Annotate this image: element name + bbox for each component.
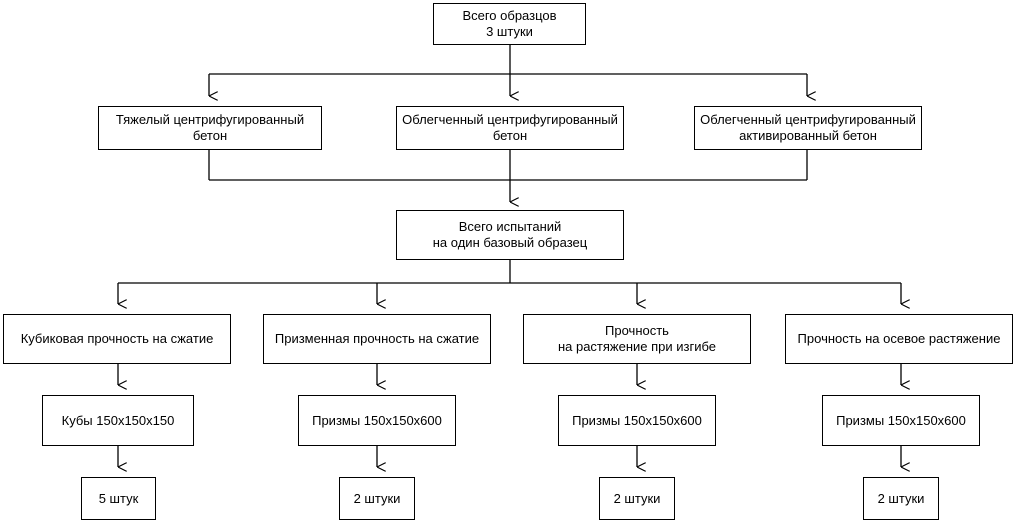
tests-total-box: Всего испытаний на один базовый образец [396, 210, 624, 260]
count-box-2: 2 штуки [339, 477, 415, 520]
concrete-3-line-2: активированный бетон [739, 128, 877, 143]
concrete-box-3: Облегченный центрифугированный активиров… [694, 106, 922, 150]
specimen-box-3: Призмы 150x150x600 [558, 395, 716, 446]
specimen-box-2: Призмы 150x150x600 [298, 395, 456, 446]
count-box-1: 5 штук [81, 477, 156, 520]
root-line-2: 3 штуки [486, 24, 533, 39]
concrete-box-2: Облегченный центрифугированный бетон [396, 106, 624, 150]
specimen-box-4: Призмы 150x150x600 [822, 395, 980, 446]
test-box-1: Кубиковая прочность на сжатие [3, 314, 231, 364]
test-2-name: Призменная прочность на сжатие [274, 331, 480, 346]
count-1-label: 5 штук [98, 490, 139, 506]
concrete-2-line-2: бетон [492, 128, 528, 143]
count-box-4: 2 штуки [863, 477, 939, 520]
test-3-name-line-2: на растяжение при изгибе [557, 339, 717, 354]
count-box-3: 2 штуки [599, 477, 675, 520]
test-1-name: Кубиковая прочность на сжатие [20, 331, 214, 346]
concrete-3-line-1: Облегченный центрифугированный [700, 112, 916, 127]
test-3-name-line-1: Прочность [605, 323, 669, 338]
test-box-2: Призменная прочность на сжатие [263, 314, 491, 364]
count-2-label: 2 штуки [353, 490, 401, 506]
concrete-1-line-2: бетон [192, 128, 228, 143]
count-3-label: 2 штуки [613, 490, 661, 506]
tests-total-line-1: Всего испытаний [458, 219, 562, 234]
specimen-1-label: Кубы 150x150x150 [61, 412, 175, 428]
tests-total-line-2: на один базовый образец [432, 235, 588, 250]
concrete-1-line-1: Тяжелый центрифугированный [115, 112, 305, 127]
root-line-1: Всего образцов [462, 8, 557, 23]
concrete-2-line-1: Облегченный центрифугированный [402, 112, 618, 127]
test-box-4: Прочность на осевое растяжение [785, 314, 1013, 364]
count-4-label: 2 штуки [877, 490, 925, 506]
root-box: Всего образцов 3 штуки [433, 3, 586, 45]
specimen-2-label: Призмы 150x150x600 [312, 412, 442, 428]
specimen-4-label: Призмы 150x150x600 [836, 412, 966, 428]
concrete-box-1: Тяжелый центрифугированный бетон [98, 106, 322, 150]
specimen-box-1: Кубы 150x150x150 [42, 395, 194, 446]
test-box-3: Прочность на растяжение при изгибе [523, 314, 751, 364]
specimen-3-label: Призмы 150x150x600 [572, 412, 702, 428]
test-4-name: Прочность на осевое растяжение [797, 331, 1001, 346]
